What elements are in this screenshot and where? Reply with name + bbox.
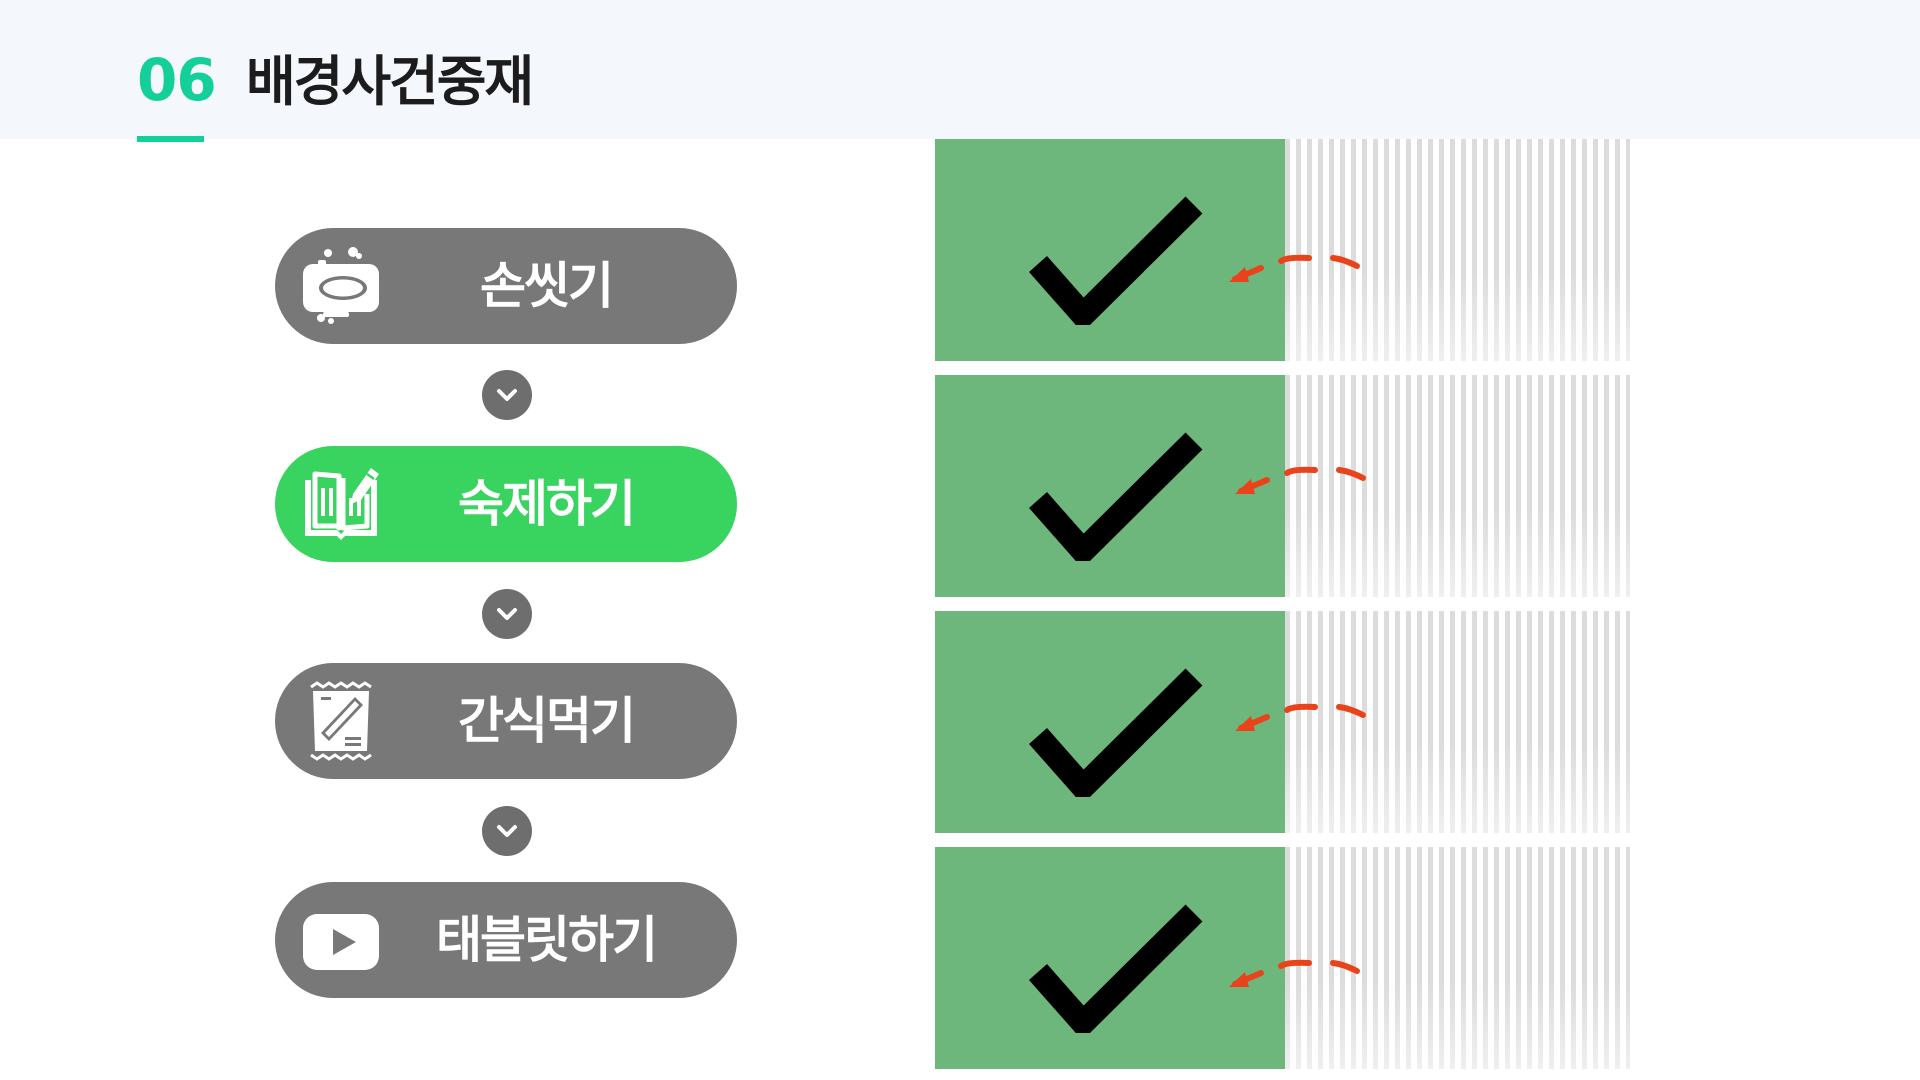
dashed-arrow-left-icon [1229,959,1360,987]
section-number: 06 [137,46,217,114]
play-video-icon [301,900,381,980]
hand-wash-soap-icon [301,246,381,326]
routine-step-label: 간식먹기 [458,692,636,750]
check-cell[interactable] [935,375,1285,597]
routine-step-snack[interactable]: 간식먹기 [275,663,737,779]
chevron-down-icon [482,806,532,856]
section-number-underline [137,136,204,142]
striped-panel [1285,375,1630,597]
chevron-down-icon [482,589,532,639]
section-title: 배경사건중재 [246,50,534,113]
striped-panel [1285,139,1630,361]
striped-panel [1285,611,1630,833]
routine-step-homework[interactable]: 숙제하기 [275,446,737,562]
routine-step-label: 숙제하기 [458,475,636,533]
routine-step-tablet[interactable]: 태블릿하기 [275,882,737,998]
book-pencil-icon [301,464,381,544]
dashed-arrow-left-icon [1235,466,1366,494]
routine-step-label: 손씻기 [480,257,614,315]
routine-step-label: 태블릿하기 [436,911,658,969]
routine-step-hand-wash[interactable]: 손씻기 [275,228,737,344]
check-cell[interactable] [935,139,1285,361]
check-cell[interactable] [935,847,1285,1069]
check-cell[interactable] [935,611,1285,833]
header-bar: 06 배경사건중재 [0,0,1920,139]
snack-bag-icon [301,681,381,761]
chevron-down-icon [482,370,532,420]
striped-panel [1285,847,1630,1069]
dashed-arrow-left-icon [1235,703,1366,731]
dashed-arrow-left-icon [1229,254,1360,282]
